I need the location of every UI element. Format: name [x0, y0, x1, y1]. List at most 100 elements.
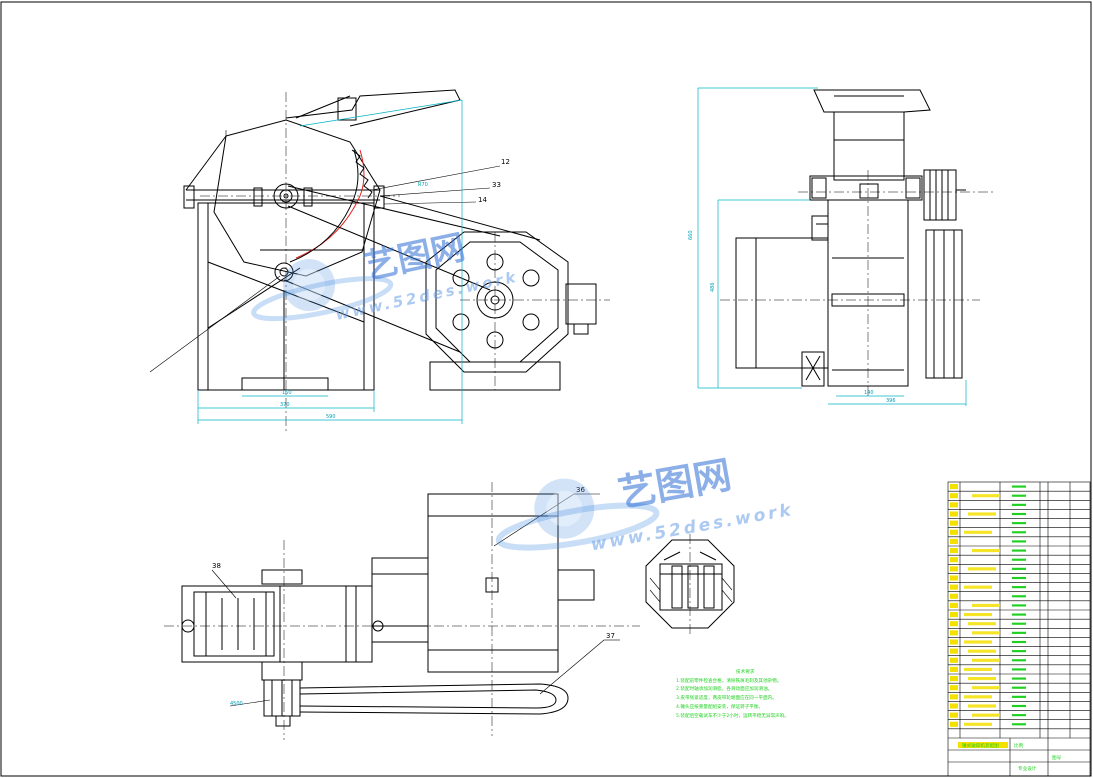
bom-name-cell	[972, 631, 1000, 635]
notes-title: 技术要求	[736, 668, 755, 675]
bom-name-cell	[968, 567, 996, 571]
dimension: 590	[326, 414, 336, 420]
bom-row-index	[950, 529, 958, 535]
part-label: 14	[478, 196, 487, 204]
bom-name-cell	[972, 494, 1000, 498]
bom-name-cell	[972, 658, 1000, 662]
bom-row-index	[950, 593, 958, 599]
bom-code-cell	[1012, 714, 1026, 717]
bom-row-index	[950, 639, 958, 645]
bom-code-cell	[1012, 522, 1026, 525]
v-belt-pulley	[923, 169, 957, 221]
bom-code-cell	[1012, 558, 1026, 561]
front-view: 12 33 14 160 370 590 R70	[149, 89, 610, 432]
bom-code-cell	[1012, 503, 1026, 506]
bom-code-cell	[1012, 677, 1026, 680]
title-cell: 锤式破碎机装配图	[962, 742, 999, 749]
title-cell: 比例	[1014, 742, 1024, 749]
watermark-lower: 艺图网 www.52des.work	[495, 452, 795, 555]
dimension: R70	[418, 182, 428, 188]
bom-row-index	[950, 557, 958, 563]
part-label: 38	[212, 562, 221, 570]
watermark-brand: 艺图网	[361, 227, 469, 287]
bom-code-cell	[1012, 494, 1026, 497]
bom-row-index	[950, 520, 958, 526]
bom-code-cell	[1012, 631, 1026, 634]
bom-name-cell	[968, 622, 996, 626]
bom-code-cell	[1012, 485, 1026, 488]
bom-code-cell	[1012, 576, 1026, 580]
bom-row-index	[950, 657, 958, 663]
title-cell-fill	[958, 742, 1008, 748]
bom-row-index	[950, 721, 958, 727]
bom-row-index	[950, 666, 958, 672]
bom-name-cell	[964, 530, 992, 534]
note-line: 5.装配后空载试车不少于2小时，运转平稳无异常声响。	[676, 712, 789, 719]
bom-name-cell	[964, 585, 992, 589]
dimension: 486	[710, 282, 716, 292]
dimension: 370	[280, 402, 290, 408]
bom-row-index	[950, 676, 958, 682]
bom-row-index	[950, 694, 958, 700]
bom-name-cell	[968, 512, 996, 516]
bom-row-index	[950, 621, 958, 627]
bom-row-index	[950, 548, 958, 554]
bom-code-cell	[1012, 604, 1026, 607]
plan-view: 36 38 37 4500	[164, 482, 640, 740]
part-label: 33	[492, 181, 501, 189]
bom-row-index	[950, 484, 958, 490]
bom-row-index	[950, 566, 958, 572]
note-line: 1.装配前零件检查合格，清除铁屑毛刺及其他杂物。	[676, 677, 781, 684]
bom-code-cell	[1012, 686, 1026, 689]
bom-name-cell	[972, 549, 1000, 553]
bom-code-cell	[1012, 704, 1026, 708]
motor	[735, 237, 829, 369]
bom-code-cell	[1012, 668, 1026, 671]
dimension: 160	[282, 390, 292, 396]
bom-code-cell	[1012, 695, 1026, 698]
bom-name-cell	[964, 722, 992, 726]
tech-notes: 技术要求 1.装配前零件检查合格，清除铁屑毛刺及其他杂物。 2.装配时轴承加润滑…	[676, 668, 789, 719]
bom-code-cell	[1012, 723, 1026, 726]
bom-row-index	[950, 703, 958, 709]
title-cell: 图号	[1052, 755, 1062, 761]
bom-code-cell	[1012, 595, 1026, 598]
bom-row-index	[950, 712, 958, 718]
crusher-body	[213, 119, 381, 277]
bom-code-cell	[1012, 512, 1026, 516]
bom-row-index	[950, 538, 958, 544]
bom-code-cell	[1012, 540, 1026, 543]
bom-name-cell	[968, 649, 996, 653]
bom-name-cell	[972, 713, 1000, 717]
note-line: 4.锤头应按重量配组安装，保证转子平衡。	[676, 703, 763, 710]
watermark-brand: 艺图网	[615, 452, 735, 515]
bom-name-cell	[964, 613, 992, 617]
bom-row-index	[950, 602, 958, 608]
bom-code-cell	[1012, 567, 1026, 570]
part-label: 36	[576, 486, 585, 494]
side-view: 660 486 140 396	[688, 87, 994, 406]
note-line: 3.皮带张紧适度，两皮带轮端面应在同一平面内。	[676, 694, 777, 701]
bom-code-cell	[1012, 549, 1026, 552]
dimension: 140	[864, 390, 874, 396]
bom-row-index	[950, 648, 958, 654]
bom-code-cell	[1012, 622, 1026, 625]
bom-code-cell	[1012, 531, 1026, 534]
bom-name-cell	[968, 677, 996, 681]
dimension: 396	[886, 398, 896, 404]
bom-row-index	[950, 584, 958, 590]
bom-row-index	[950, 575, 958, 581]
bom-name-cell	[964, 695, 992, 699]
bom-code-cell	[1012, 586, 1026, 589]
bom-code-cell	[1012, 650, 1026, 653]
note-line: 2.装配时轴承加润滑脂，各滑动面应加润滑油。	[676, 685, 772, 692]
big-pulley	[425, 231, 569, 373]
dimension: 4500	[230, 701, 243, 707]
bom-name-cell	[972, 603, 1000, 607]
part-label: 37	[606, 632, 615, 640]
watermark-url: www.52des.work	[334, 268, 520, 324]
bom-code-cell	[1012, 659, 1026, 662]
dimension: 660	[688, 230, 694, 240]
